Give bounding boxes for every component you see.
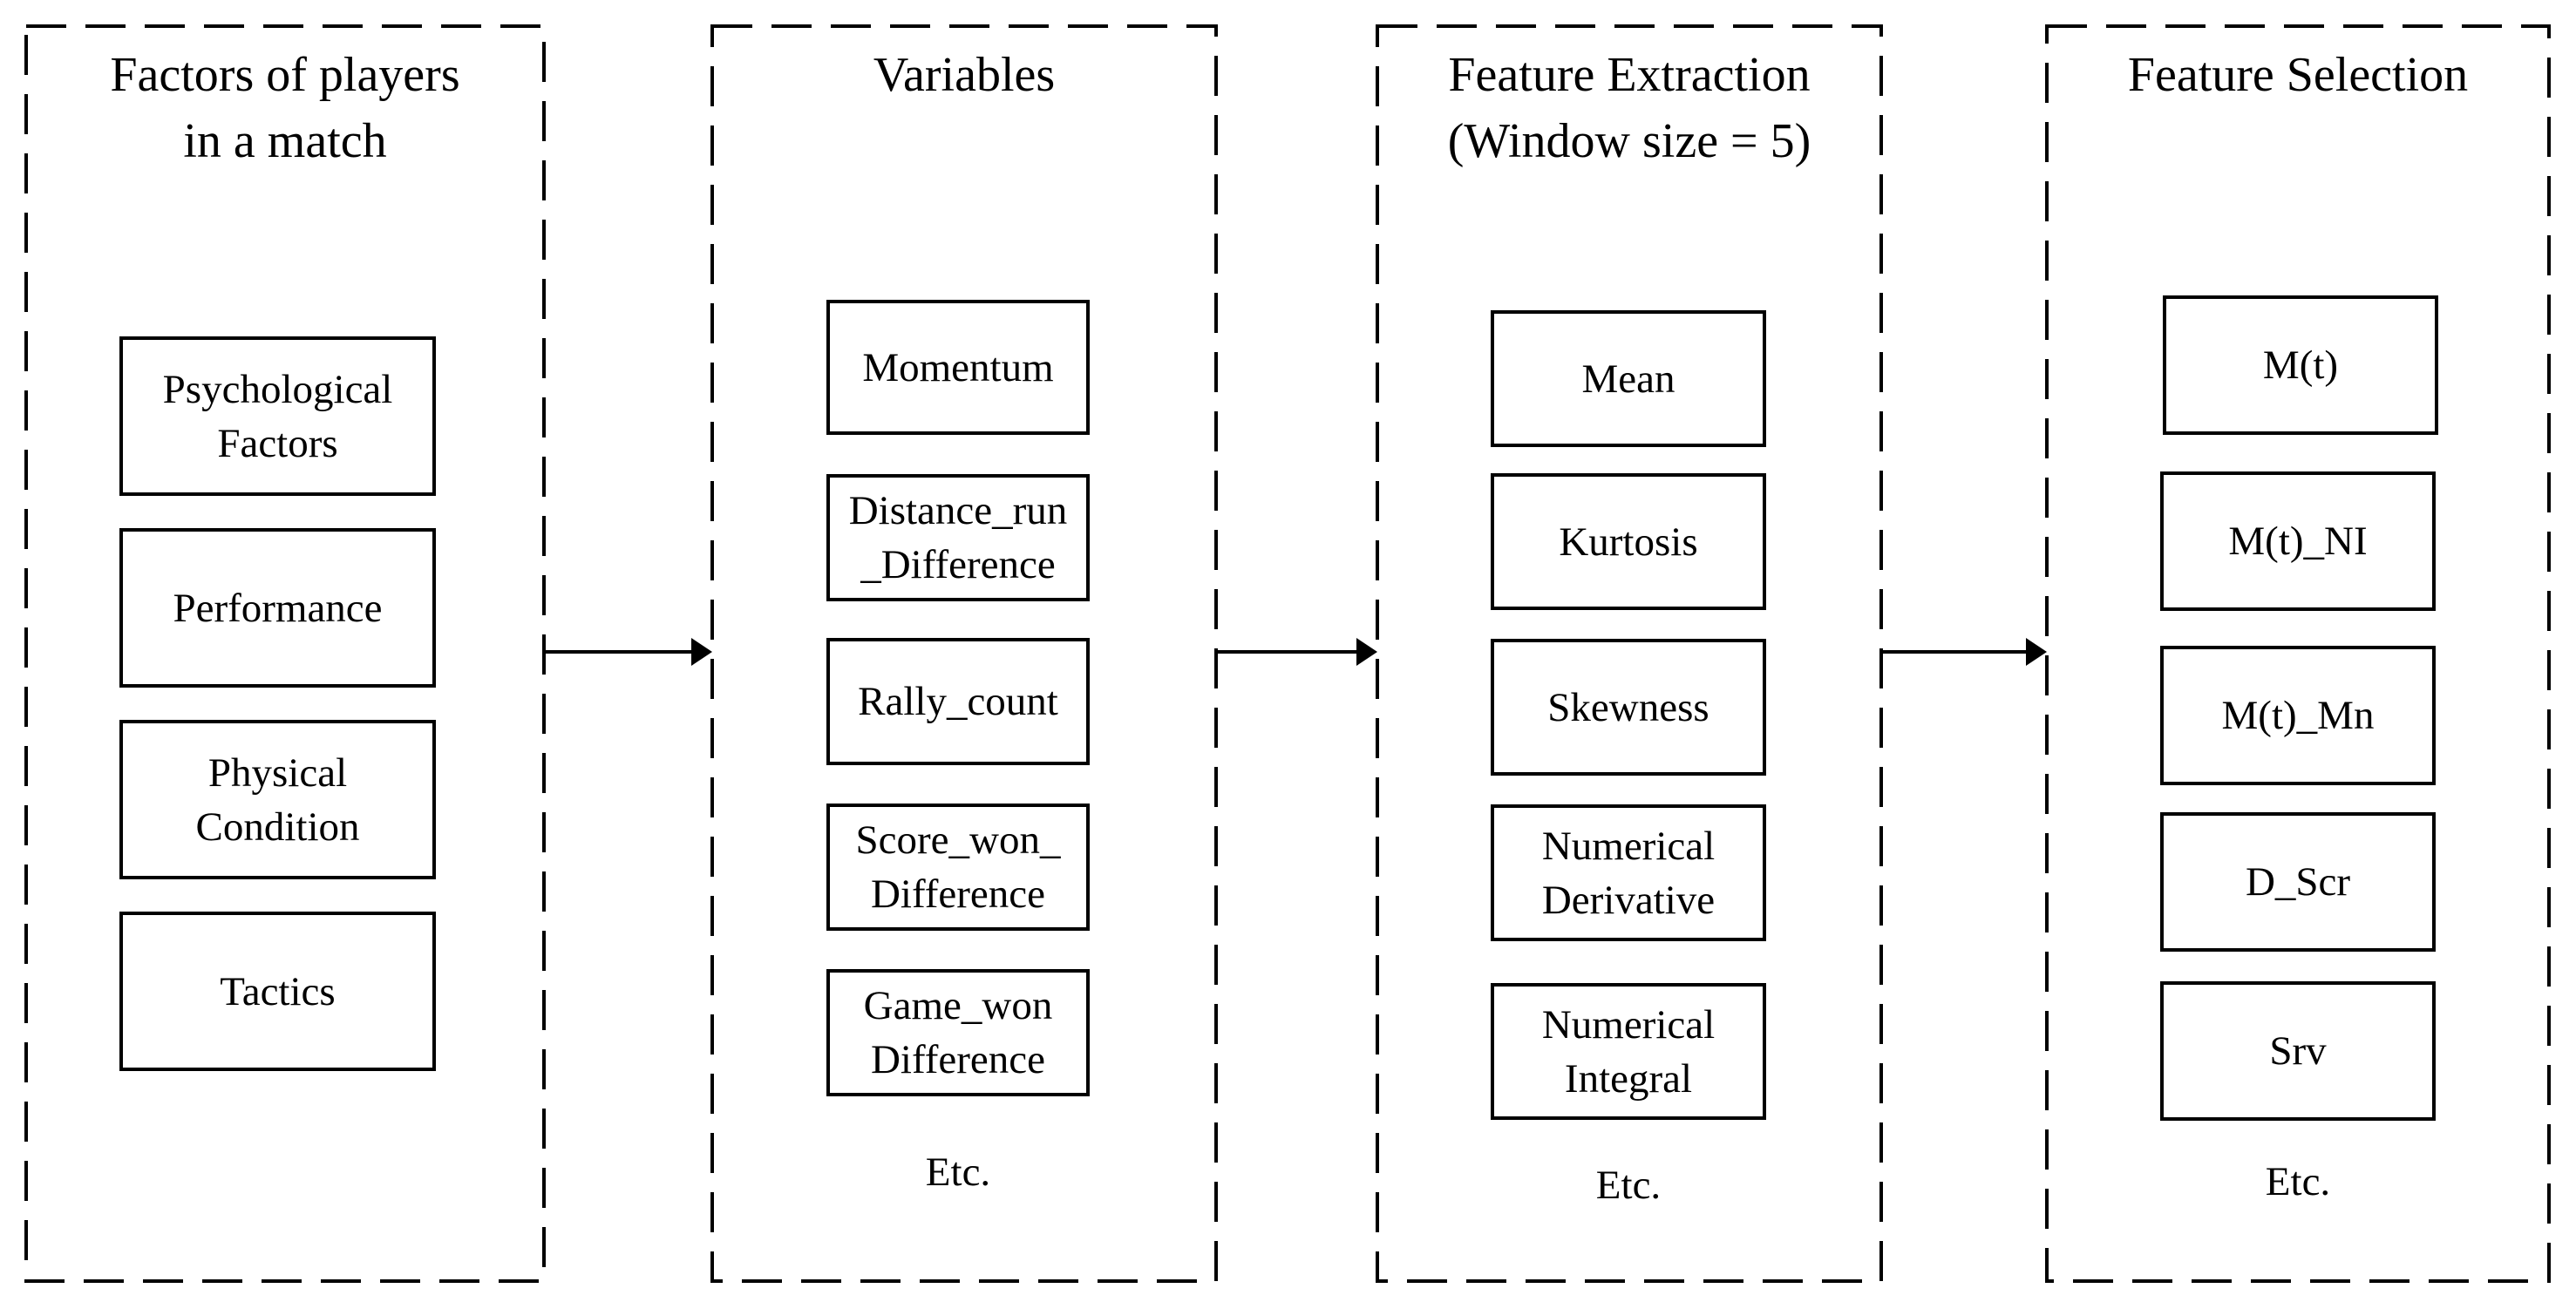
variable-box-momentum: Momentum bbox=[826, 300, 1090, 435]
selected-box-srv: Srv bbox=[2160, 981, 2436, 1121]
factor-box-performance: Performance bbox=[119, 528, 436, 688]
arrow-variables-to-extraction bbox=[1216, 638, 1377, 666]
selected-box-d-scr: D_Scr bbox=[2160, 812, 2436, 952]
feature-label-line-1: Kurtosis bbox=[1559, 519, 1698, 565]
panel-variables-title-line-1: Variables bbox=[873, 48, 1056, 102]
feature-box-mean: Mean bbox=[1491, 310, 1766, 447]
panel-factors-title-line-2: in a match bbox=[183, 114, 387, 168]
variable-label-line-1: Score_won_ bbox=[855, 817, 1061, 863]
feature-label-line-1: Numerical bbox=[1541, 823, 1716, 869]
variable-label-line-1: Game_won bbox=[863, 983, 1053, 1028]
variable-label-line-1: Distance_run bbox=[848, 488, 1068, 533]
panel-extraction-title-line-1: Feature Extraction bbox=[1448, 48, 1811, 102]
variable-label-line-1: Rally_count bbox=[858, 679, 1058, 724]
feature-label-line-1: Skewness bbox=[1547, 684, 1709, 730]
variable-box-score-won: Score_won_ Difference bbox=[826, 804, 1090, 931]
variable-label-line-2: Difference bbox=[870, 871, 1046, 917]
factor-label-line-2: Factors bbox=[217, 420, 338, 466]
selected-box-mt: M(t) bbox=[2163, 295, 2438, 435]
factor-label-line-2: Condition bbox=[195, 804, 360, 850]
selected-label-line-1: M(t)_Mn bbox=[2221, 693, 2375, 738]
selected-label-line-1: M(t)_NI bbox=[2228, 519, 2368, 564]
factor-label-line-1: Physical bbox=[207, 749, 348, 796]
variables-etc-label: Etc. bbox=[925, 1149, 991, 1195]
feature-label-line-2: Integral bbox=[1564, 1055, 1693, 1102]
variable-box-distance-run: Distance_run _Difference bbox=[826, 474, 1090, 601]
arrow-factors-to-variables bbox=[544, 638, 712, 666]
feature-box-kurtosis: Kurtosis bbox=[1491, 473, 1766, 610]
panel-extraction-title-line-2: (Window size = 5) bbox=[1447, 114, 1811, 168]
feature-box-skewness: Skewness bbox=[1491, 639, 1766, 776]
panel-extraction-title: Feature Extraction (Window size = 5) bbox=[1377, 42, 1881, 174]
feature-label-line-1: Numerical bbox=[1541, 1001, 1716, 1048]
variable-label-line-1: Momentum bbox=[862, 344, 1054, 390]
factor-label-line-1: Performance bbox=[173, 585, 383, 631]
variable-label-line-2: Difference bbox=[870, 1037, 1046, 1082]
factor-label-line-1: Psychological bbox=[162, 366, 393, 412]
variable-box-rally-count: Rally_count bbox=[826, 638, 1090, 765]
panel-factors-title: Factors of players in a match bbox=[26, 42, 544, 174]
panel-factors-title-line-1: Factors of players bbox=[110, 48, 460, 102]
panel-variables-title: Variables bbox=[712, 42, 1216, 108]
panel-selection-border bbox=[2045, 24, 2551, 1283]
panel-selection-title-line-1: Feature Selection bbox=[2127, 48, 2469, 102]
panel-selection-title: Feature Selection bbox=[2047, 42, 2549, 108]
feature-label-line-1: Mean bbox=[1581, 356, 1675, 402]
extraction-etc-label: Etc. bbox=[1595, 1163, 1662, 1208]
selected-label-line-1: D_Scr bbox=[2245, 859, 2351, 905]
selected-box-mt-mn: M(t)_Mn bbox=[2160, 646, 2436, 785]
factor-label-line-1: Tactics bbox=[220, 968, 336, 1014]
factor-box-tactics: Tactics bbox=[119, 912, 436, 1071]
selected-label-line-1: M(t) bbox=[2262, 342, 2339, 388]
selection-etc-label: Etc. bbox=[2265, 1159, 2331, 1204]
feature-label-line-2: Derivative bbox=[1541, 877, 1716, 923]
arrow-extraction-to-selection bbox=[1881, 638, 2047, 666]
variable-label-line-2: _Difference bbox=[860, 542, 1056, 587]
selected-box-mt-ni: M(t)_NI bbox=[2160, 471, 2436, 611]
selected-label-line-1: Srv bbox=[2269, 1028, 2327, 1074]
